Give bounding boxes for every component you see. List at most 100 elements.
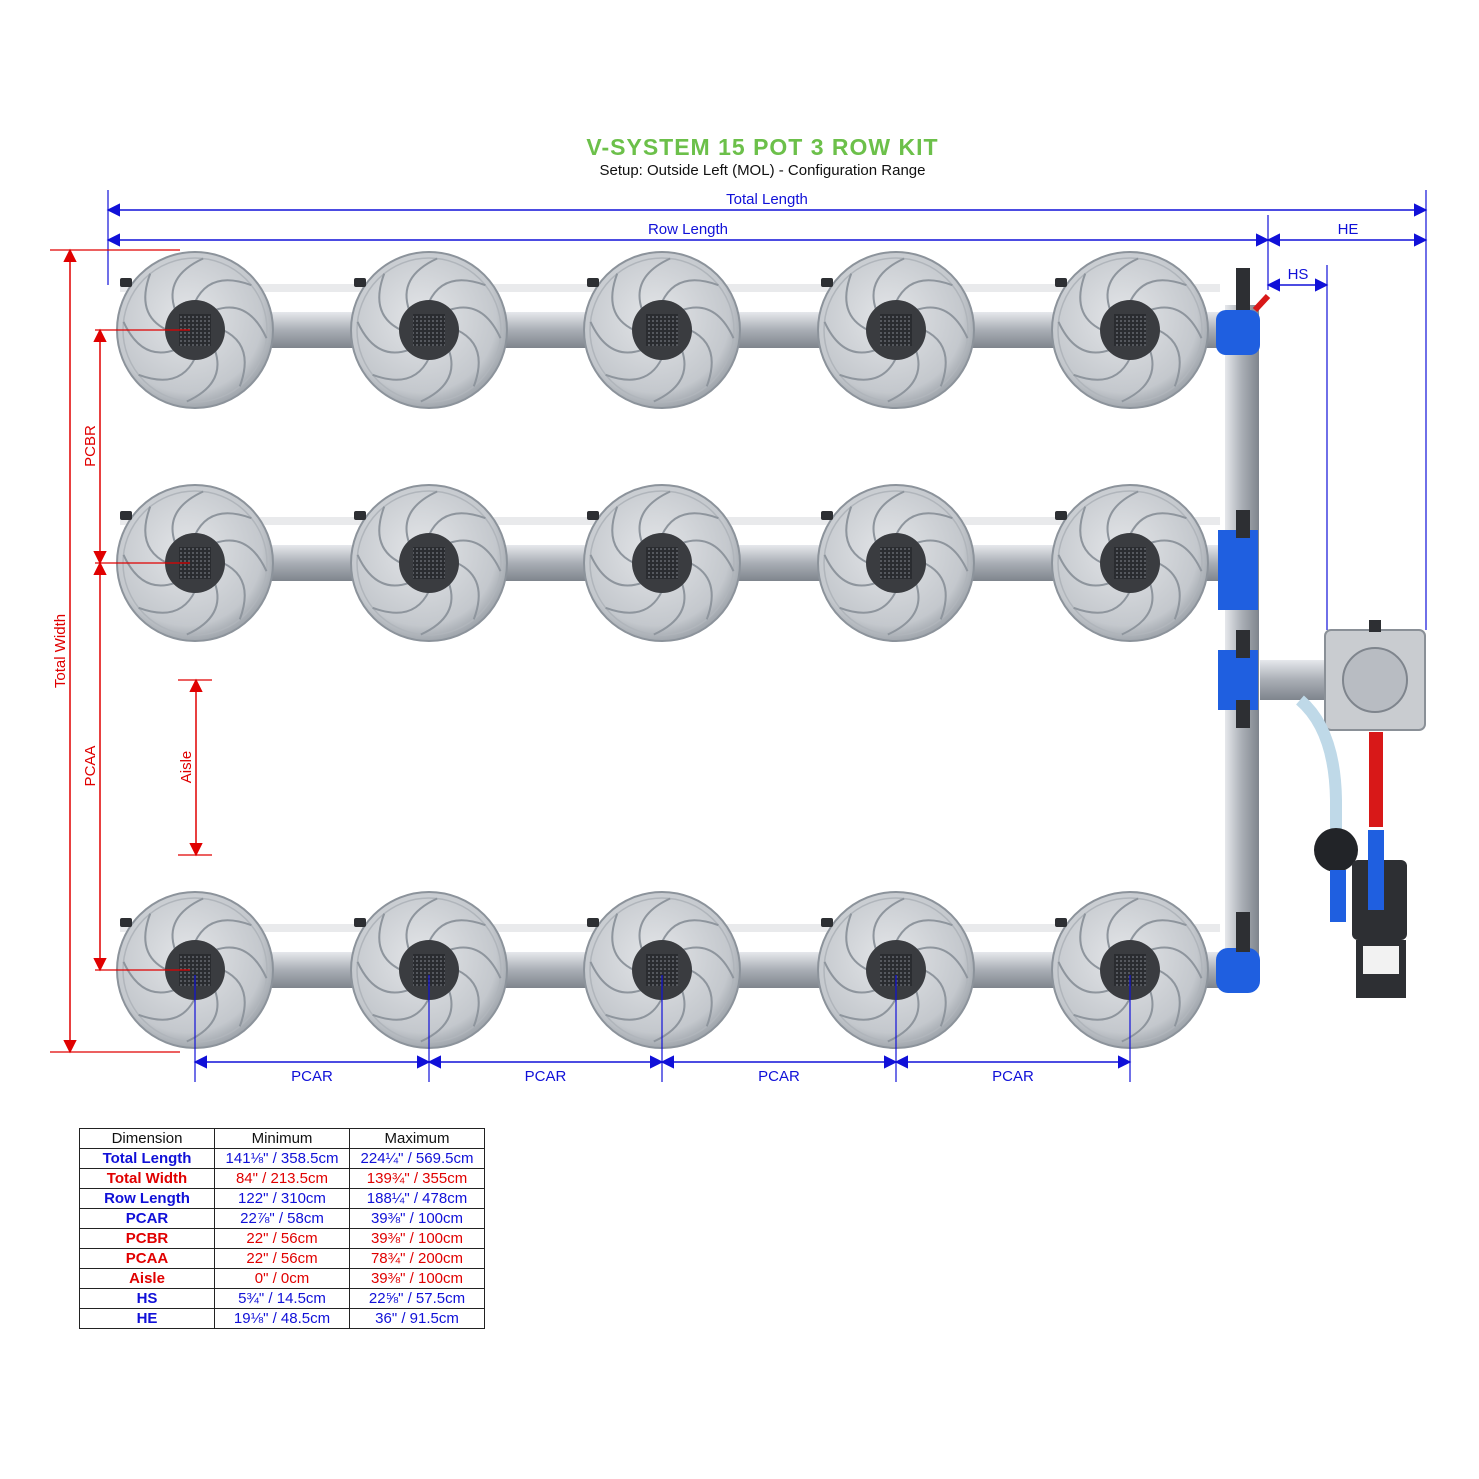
total-length-label: Total Length [726, 191, 808, 208]
pot-vane [372, 357, 430, 381]
pot-vane [845, 913, 869, 971]
pot-vane [372, 997, 430, 1021]
pot-vane [122, 961, 176, 994]
pot [817, 251, 975, 409]
maximum-value: 39⅜" / 100cm [349, 1228, 485, 1249]
pot-vane [171, 490, 204, 544]
pot-vane [1106, 897, 1139, 951]
pcar-label: PCAR [291, 1068, 333, 1085]
pot-vane [923, 562, 947, 620]
pot-vane [1057, 554, 1111, 587]
pot-vane [428, 919, 486, 943]
pot [583, 251, 741, 409]
pot-vane [845, 506, 869, 564]
dimension-name: Total Length [79, 1148, 215, 1169]
hs-label: HS [1288, 266, 1309, 283]
pot-vane [144, 913, 168, 971]
pot-valve [587, 918, 599, 927]
pot-vane [171, 257, 204, 311]
pump-assembly [1295, 695, 1407, 998]
pot-vane [1057, 961, 1111, 994]
pot-vane [681, 946, 735, 979]
pot-vane [428, 512, 486, 536]
pot-vane [186, 349, 219, 403]
pot-vane [1121, 989, 1154, 1043]
pot-vane [1106, 257, 1139, 311]
maximum-value: 36" / 91.5cm [349, 1308, 485, 1329]
pot-vane [138, 590, 196, 614]
pot-vane [222, 969, 246, 1027]
pot-vane [839, 997, 897, 1021]
pot-vane [214, 306, 268, 339]
pot-valve [587, 511, 599, 520]
pot [817, 891, 975, 1049]
pot-vane [611, 506, 635, 564]
pot-vane [638, 897, 671, 951]
row-length-label: Row Length [648, 221, 728, 238]
pot-array [116, 251, 1209, 1049]
pot-vane [605, 357, 663, 381]
pot-vane [1157, 329, 1181, 387]
pot-vane [872, 897, 905, 951]
pot-vane [144, 273, 168, 331]
dimension-name: Total Width [79, 1168, 215, 1189]
table-header-row: Dimension Minimum Maximum [79, 1128, 485, 1149]
pot-vane [1079, 913, 1103, 971]
pot-vane [372, 590, 430, 614]
pot-vane [589, 961, 643, 994]
minimum-value: 5¾" / 14.5cm [214, 1288, 350, 1309]
pcar-label: PCAR [525, 1068, 567, 1085]
pot-vane [653, 582, 686, 636]
pot-vane [214, 946, 268, 979]
pcar-label: PCAR [758, 1068, 800, 1085]
pot-vane [448, 946, 502, 979]
pot-vane [915, 539, 969, 572]
pot-valve [1055, 918, 1067, 927]
pot-valve [354, 918, 366, 927]
pot [350, 251, 508, 409]
header-maximum: Maximum [349, 1128, 485, 1149]
pot-valve [354, 511, 366, 520]
pot-vane [171, 897, 204, 951]
pot-vane [1149, 946, 1203, 979]
pot-vane [589, 554, 643, 587]
pot-vane [222, 562, 246, 620]
pot-vane [428, 279, 486, 303]
pot-vane [1129, 919, 1187, 943]
pot-vane [923, 969, 947, 1027]
aisle-label: Aisle [178, 751, 195, 784]
pot-vane [405, 490, 438, 544]
pot-vane [356, 554, 410, 587]
pot-vane [638, 257, 671, 311]
pot [350, 891, 508, 1049]
pot-vane [1157, 969, 1181, 1027]
pot-vane [222, 329, 246, 387]
dimension-name: Row Length [79, 1188, 215, 1209]
pot-vane [420, 349, 453, 403]
pot-vane [653, 989, 686, 1043]
pot [1051, 891, 1209, 1049]
diagram-title: V-SYSTEM 15 POT 3 ROW KIT [586, 134, 939, 160]
pot-vane [605, 590, 663, 614]
minimum-value: 22⅞" / 58cm [214, 1208, 350, 1229]
pot [350, 484, 508, 642]
pot-grid [646, 547, 678, 579]
pot-vane [887, 989, 920, 1043]
dimension-name: PCAA [79, 1248, 215, 1269]
pot-valve [120, 278, 132, 287]
pot-grid [413, 314, 445, 346]
dimension-name: HS [79, 1288, 215, 1309]
pot-vane [1079, 506, 1103, 564]
pot [583, 484, 741, 642]
pot-vane [661, 279, 719, 303]
pot-vane [1157, 562, 1181, 620]
pot-vane [872, 490, 905, 544]
reservoir [1260, 620, 1426, 731]
pot-vane [1073, 997, 1131, 1021]
